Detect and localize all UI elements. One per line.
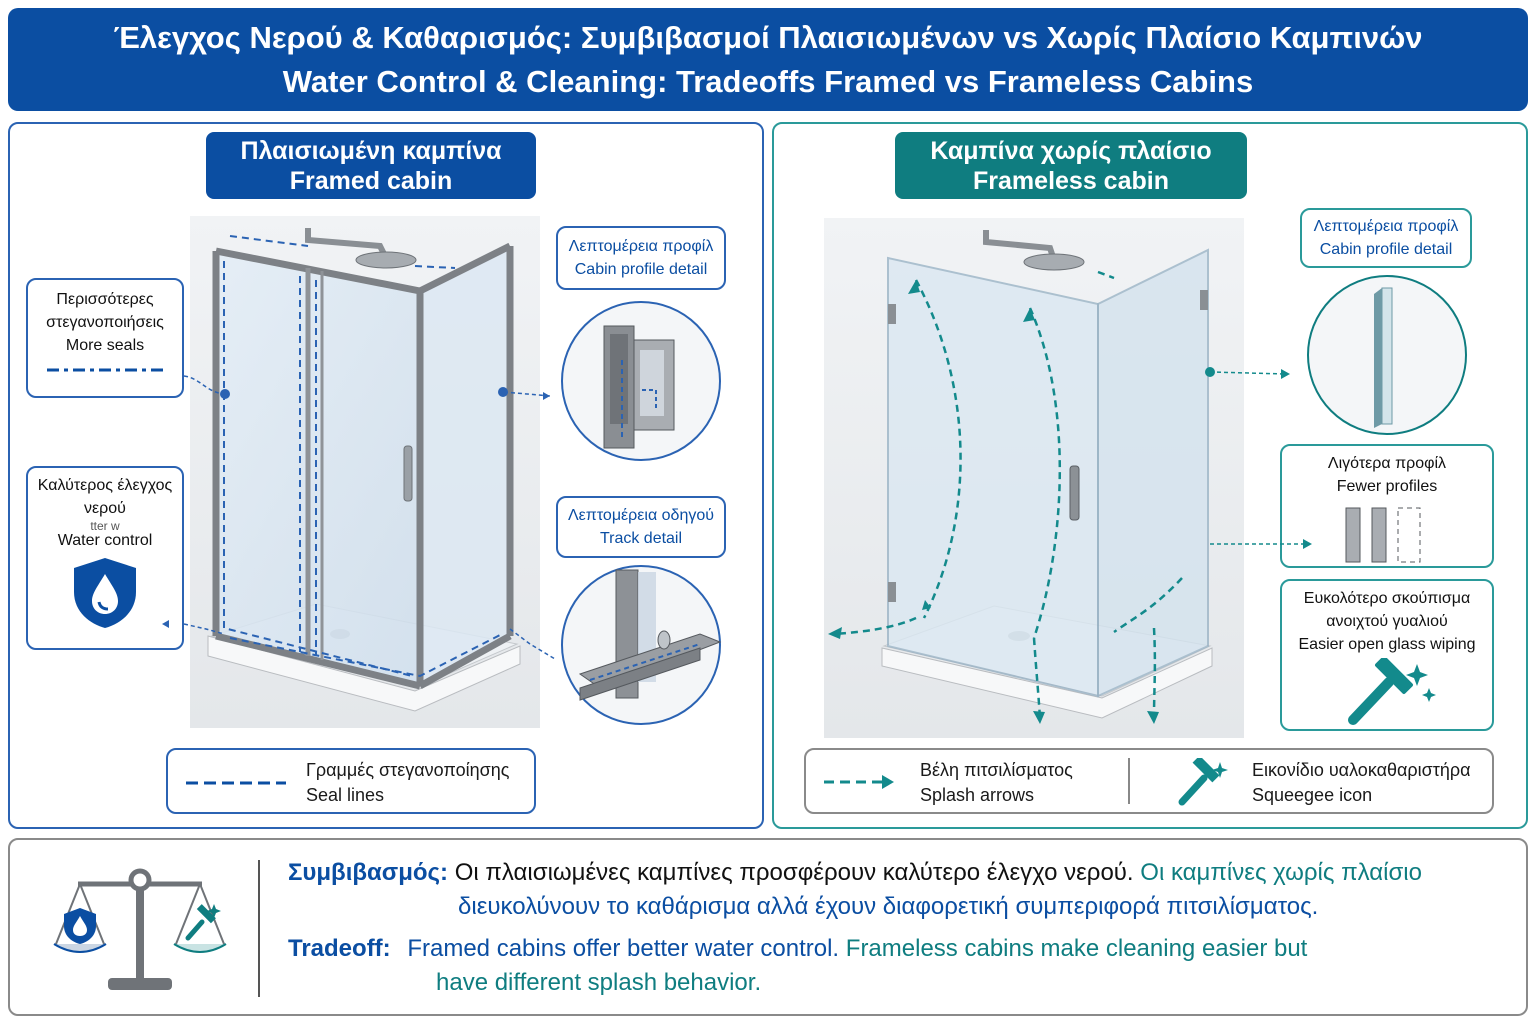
water-control-ghost-text: tter w <box>90 519 120 533</box>
frameless-legend: Βέλη πιτσιλίσματος Splash arrows Εικονίδ… <box>804 748 1494 814</box>
frameless-profile-detail-english: Cabin profile detail <box>1319 241 1453 258</box>
frameless-title-english: Frameless cabin <box>973 166 1169 195</box>
seal-lines-legend-greek: Γραμμές στεγανοποίησης <box>306 760 510 780</box>
water-control-greek-1: Καλύτερος έλεγχος <box>37 477 173 494</box>
track-detail-greek: Λεπτομέρεια οδηγού <box>567 507 715 524</box>
tradeoff-greek-line1: Συμβιβασμός: Οι πλαισιωμένες καμπίνες πρ… <box>288 856 1422 890</box>
legend-divider <box>1128 758 1130 804</box>
balance-scale-icon <box>53 868 227 990</box>
tradeoff-english-framed: Framed cabins offer better water control… <box>407 935 840 962</box>
wiping-english: Easier open glass wiping <box>1298 636 1476 653</box>
water-control-greek-2: νερού <box>84 500 126 517</box>
track-detail-circle <box>561 565 722 725</box>
tradeoff-english-line2: have different splash behavior. <box>436 969 762 996</box>
squeegee-legend-greek: Εικονίδιο υαλοκαθαριστήρα <box>1252 760 1471 780</box>
wiping-greek-2: ανοιχτού γυαλιού <box>1326 613 1448 630</box>
tradeoff-english-label: Tradeoff: <box>288 935 391 962</box>
fewer-profiles-greek: Λιγότερα προφίλ <box>1327 455 1447 472</box>
more-seals-greek-2: στεγανοποιήσεις <box>46 314 164 331</box>
framed-cabin-illustration <box>190 216 540 728</box>
tradeoff-english-line1: Tradeoff: Framed cabins offer better wat… <box>288 932 1307 966</box>
frameless-cabin-panel: Καμπίνα χωρίς πλαίσιο Frameless cabin <box>772 122 1528 829</box>
more-seals-english: More seals <box>65 337 145 354</box>
tradeoff-greek-label: Συμβιβασμός: <box>288 859 449 886</box>
easier-wiping-callout: Ευκολότερο σκούπισμα ανοιχτού γυαλιού Ea… <box>1280 579 1494 731</box>
more-seals-callout: Περισσότερες στεγανοποιήσεις More seals <box>26 278 184 398</box>
framed-panel-title: Πλαισιωμένη καμπίνα Framed cabin <box>206 132 536 199</box>
squeegee-icon <box>1348 658 1436 725</box>
tradeoff-greek-framed: Οι πλαισιωμένες καμπίνες προσφέρουν καλύ… <box>454 859 1134 886</box>
splash-legend-greek: Βέλη πιτσιλίσματος <box>920 760 1073 780</box>
frameless-cabin-illustration <box>824 218 1244 738</box>
frameless-profile-detail-greek: Λεπτομέρεια προφίλ <box>1313 218 1459 235</box>
framed-profile-detail-english: Cabin profile detail <box>574 261 708 278</box>
wiping-greek-1: Ευκολότερο σκούπισμα <box>1303 590 1471 607</box>
track-detail-label: Λεπτομέρεια οδηγού Track detail <box>556 496 726 558</box>
title-greek: Έλεγχος Νερού & Καθαρισμός: Συμβιβασμοί … <box>113 19 1423 55</box>
framed-connectors <box>162 375 556 660</box>
tradeoff-summary: Συμβιβασμός: Οι πλαισιωμένες καμπίνες πρ… <box>8 838 1528 1016</box>
framed-profile-detail-circle <box>561 301 721 461</box>
title-english: Water Control & Cleaning: Tradeoffs Fram… <box>282 63 1254 99</box>
framed-title-english: Framed cabin <box>289 166 453 195</box>
tradeoff-greek-frameless: Οι καμπίνες χωρίς πλαίσιο <box>1140 859 1422 886</box>
seal-lines-legend: Γραμμές στεγανοποίησης Seal lines <box>166 748 536 814</box>
frameless-connectors <box>1205 367 1312 549</box>
frameless-title-greek: Καμπίνα χωρίς πλαίσιο <box>930 136 1212 165</box>
seal-line-legend-sample <box>186 781 286 785</box>
seal-line-sample <box>47 368 163 372</box>
framed-title-greek: Πλαισιωμένη καμπίνα <box>240 136 502 165</box>
framed-profile-detail-greek: Λεπτομέρεια προφίλ <box>568 238 714 255</box>
water-drop-shield-icon <box>74 558 136 628</box>
water-control-english: Water control <box>57 532 153 549</box>
water-control-callout: Καλύτερος έλεγχος νερού tter w Water con… <box>26 466 184 650</box>
frameless-panel-title: Καμπίνα χωρίς πλαίσιο Frameless cabin <box>895 132 1247 199</box>
splash-arrow-legend-icon <box>824 775 894 789</box>
main-title-banner: Έλεγχος Νερού & Καθαρισμός: Συμβιβασμοί … <box>8 8 1528 111</box>
splash-legend-english: Splash arrows <box>920 785 1035 805</box>
tradeoff-english-frameless: Frameless cabins make cleaning easier bu… <box>845 935 1308 962</box>
tradeoff-divider <box>258 860 260 997</box>
profile-bars-icon <box>1345 507 1421 563</box>
frameless-profile-detail-circle <box>1307 275 1467 435</box>
track-detail-english: Track detail <box>599 530 683 547</box>
framed-cabin-panel: Πλαισιωμένη καμπίνα Framed cabin <box>8 122 764 829</box>
fewer-profiles-english: Fewer profiles <box>1336 478 1438 495</box>
more-seals-greek-1: Περισσότερες <box>56 291 154 308</box>
framed-profile-detail-label: Λεπτομέρεια προφίλ Cabin profile detail <box>556 226 726 290</box>
fewer-profiles-callout: Λιγότερα προφίλ Fewer profiles <box>1280 444 1494 568</box>
frameless-profile-detail-label: Λεπτομέρεια προφίλ Cabin profile detail <box>1300 208 1472 268</box>
squeegee-legend-icon <box>1178 758 1228 806</box>
tradeoff-greek-line2: διευκολύνουν το καθάρισμα αλλά έχουν δια… <box>458 893 1319 920</box>
squeegee-legend-english: Squeegee icon <box>1252 785 1373 805</box>
seal-lines-legend-english: Seal lines <box>306 785 385 805</box>
